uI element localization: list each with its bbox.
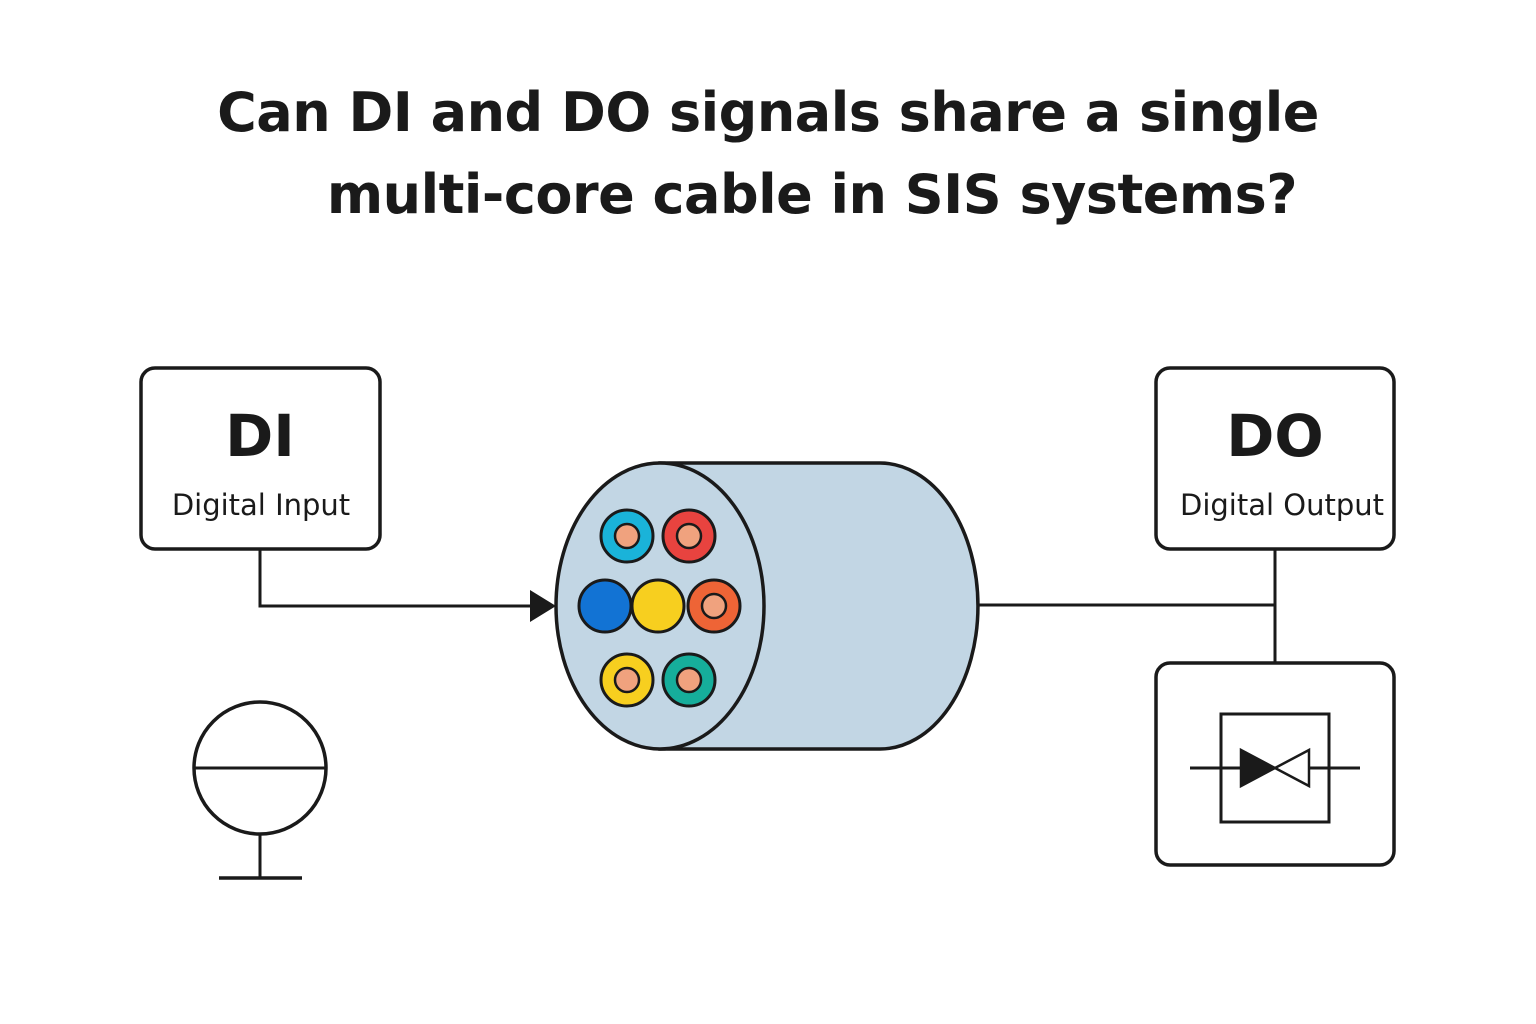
sensor-symbol-icon <box>192 700 328 880</box>
arrow-right-icon <box>530 590 556 622</box>
cable-core-red <box>661 508 717 564</box>
title-line-2: multi-core cable in SIS systems? <box>326 163 1298 226</box>
valve-symbol-icon <box>1190 712 1360 824</box>
multi-core-cable-icon <box>554 461 980 751</box>
di-cable-connector <box>258 549 556 622</box>
page-title: Can DI and DO signals share a single mul… <box>0 72 1536 236</box>
di-code: DI <box>225 402 295 470</box>
di-box: DI Digital Input <box>139 366 382 551</box>
cable-core-yellow <box>630 578 686 634</box>
cable-do-connector <box>978 549 1277 663</box>
valve-box <box>1154 661 1396 867</box>
do-label: Digital Output <box>1180 488 1384 522</box>
cable-core-teal <box>661 652 717 708</box>
do-code: DO <box>1226 402 1323 470</box>
di-label: Digital Input <box>172 488 350 522</box>
cable-core-blue <box>577 578 633 634</box>
title-line-1: Can DI and DO signals share a single <box>217 81 1319 144</box>
do-box: DO Digital Output <box>1154 366 1396 551</box>
cable-core-yellow-2 <box>599 652 655 708</box>
cable-core-orange <box>686 578 742 634</box>
cable-core-cyan <box>599 508 655 564</box>
